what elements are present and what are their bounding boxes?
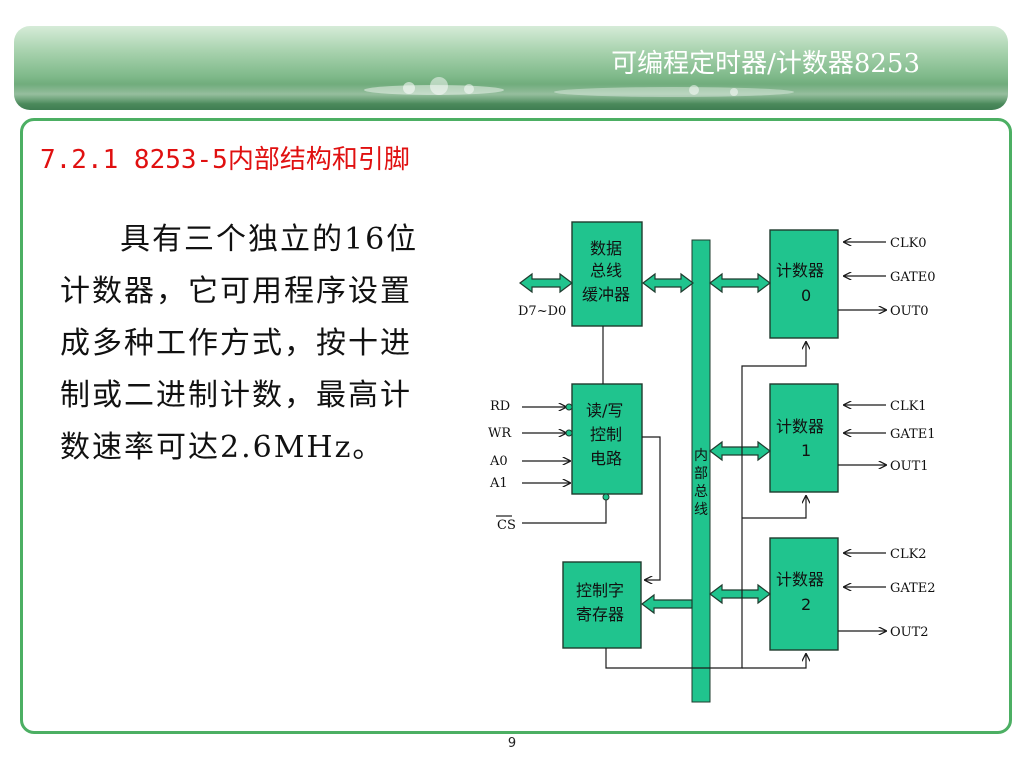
section-title: 7.2.1 8253-5内部结构和引脚 — [40, 145, 410, 175]
counter-2-out-pin: OUT2 — [890, 625, 929, 640]
counter-1-index: 1 — [801, 441, 811, 460]
block-diagram: 内 部 总 线 数据 总线 缓冲器 读/写 控制 电路 控制字 寄存器 计数器 … — [488, 221, 936, 703]
bus-counter1-arrow — [709, 440, 771, 462]
rw-logic-label-1: 读/写 — [586, 401, 623, 420]
control-word-label-1: 控制字 — [576, 581, 624, 600]
data-pin-bus-arrow — [519, 272, 573, 294]
data-bus-buffer-label-1: 数据 — [590, 239, 622, 258]
rw-logic-label-2: 控制 — [590, 425, 622, 444]
pin-a0-label: A0 — [489, 454, 508, 469]
buffer-bus-arrow — [642, 272, 694, 294]
data-pin-label: D7~D0 — [518, 304, 566, 319]
counter-2-gate-pin: GATE2 — [890, 581, 936, 596]
internal-bus-label-1: 内 — [694, 448, 708, 464]
internal-bus-label-2: 部 — [694, 466, 708, 482]
pin-cs-label: CS — [497, 518, 516, 533]
internal-bus-label-3: 总 — [694, 484, 708, 500]
counter-0-gate-pin: GATE0 — [890, 270, 936, 285]
header-title: 可编程定时器/计数器8253 — [611, 49, 920, 79]
bus-control-word-arrow — [641, 593, 693, 615]
data-bus-buffer-label-2: 总线 — [590, 261, 622, 280]
control-word-register-block — [562, 561, 642, 649]
internal-bus-label-4: 线 — [694, 502, 708, 518]
pin-wr-label: WR — [488, 426, 512, 441]
counter-1-out-pin: OUT1 — [890, 459, 929, 474]
counter-2-clk-pin: CLK2 — [890, 547, 927, 562]
counter-0-block — [769, 229, 839, 339]
counter-1-gate-pin: GATE1 — [890, 427, 936, 442]
rw-logic-block — [571, 383, 643, 495]
counter-1-block — [769, 383, 839, 493]
counter-2-block — [769, 537, 839, 651]
pin-rd-label: RD — [490, 399, 510, 414]
counter-0-out-pin: OUT0 — [890, 304, 929, 319]
body-text: 具有三个独立的16位计数器，它可用程序设置成多种工作方式，按十进制或二进制计数，… — [60, 222, 419, 465]
rw-logic-label-3: 电路 — [590, 449, 622, 468]
control-word-label-2: 寄存器 — [576, 605, 624, 624]
bus-counter2-arrow — [709, 583, 771, 605]
header-banner — [14, 26, 1008, 110]
bus-counter0-arrow — [709, 272, 771, 294]
water-drop-decoration — [364, 77, 794, 97]
data-bus-buffer-block — [571, 221, 643, 327]
pin-a1-label: A1 — [489, 476, 508, 491]
internal-bus-bar — [691, 239, 711, 703]
counter-1-title: 计数器 — [776, 417, 824, 436]
page-number: 9 — [507, 736, 517, 751]
counter-0-clk-pin: CLK0 — [890, 236, 927, 251]
counter-2-index: 2 — [801, 595, 811, 614]
counter-2-title: 计数器 — [776, 570, 824, 589]
data-bus-buffer-label-3: 缓冲器 — [582, 285, 630, 304]
counter-0-title: 计数器 — [776, 261, 824, 280]
counter-1-clk-pin: CLK1 — [890, 399, 927, 414]
counter-0-index: 0 — [801, 286, 811, 305]
